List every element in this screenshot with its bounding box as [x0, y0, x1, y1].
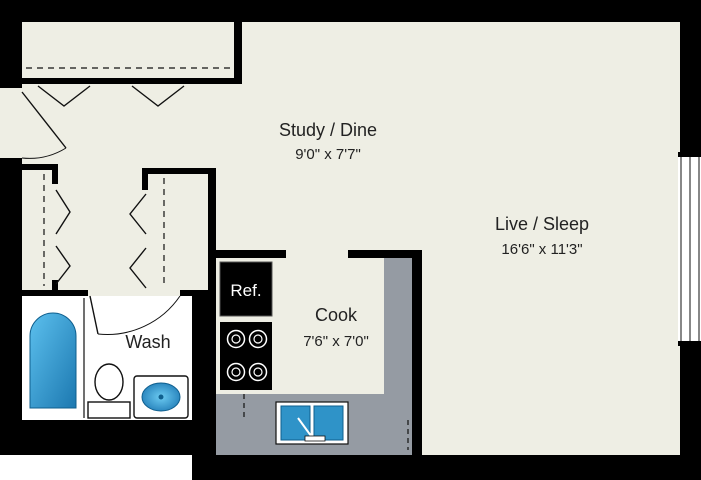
refrigerator-label: Ref. [230, 281, 261, 300]
bifold-door-right [131, 85, 185, 107]
kitchen-sink-icon [275, 401, 349, 445]
kitchen-partition-wall [208, 250, 286, 258]
outside-notch [0, 455, 192, 480]
left-closet-wall [52, 164, 58, 184]
kitchen-divider-wall [412, 250, 422, 455]
bathroom-sink-icon [133, 375, 189, 419]
room-name-live-sleep: Live / Sleep [495, 214, 589, 234]
window [678, 152, 701, 346]
stove-icon [220, 322, 272, 390]
bifold-door-left [37, 85, 91, 107]
toilet-icon [87, 363, 131, 419]
bathtub-icon [29, 312, 77, 409]
entry-door-swing-arc [21, 147, 67, 159]
upper-closet-wall [234, 22, 242, 84]
left-closet-bifold-lower [55, 245, 71, 285]
bath-door-swing-arc [97, 295, 181, 335]
right-closet-wall [208, 168, 216, 294]
right-closet-bifold-lower [129, 247, 147, 289]
entry-door-leaf [21, 91, 67, 149]
counter-right [384, 258, 412, 455]
right-closet-wall [142, 168, 216, 174]
room-name-cook: Cook [315, 305, 358, 325]
bathroom-bottom-wall [22, 420, 214, 455]
room-name-study-dine: Study / Dine [279, 120, 377, 140]
right-closet-bifold-upper [129, 193, 147, 235]
entry-door-opening [0, 88, 24, 158]
room-dim-live-sleep: 16'6" x 11'3" [501, 241, 582, 258]
room-dim-cook: 7'6" x 7'0" [303, 333, 369, 350]
room-name-wash: Wash [125, 332, 170, 352]
upper-closet-wall [22, 78, 242, 84]
kitchen-partition-wall [348, 250, 422, 258]
left-closet-bifold-upper [55, 189, 71, 235]
left-closet-wall [22, 164, 58, 170]
room-dim-study-dine: 9'0" x 7'7" [295, 146, 361, 163]
right-closet-wall [142, 168, 148, 190]
bath-door-leaf [89, 295, 99, 335]
bathroom-top-wall [22, 290, 88, 296]
left-closet-wall [52, 280, 58, 290]
refrigerator [219, 261, 273, 317]
